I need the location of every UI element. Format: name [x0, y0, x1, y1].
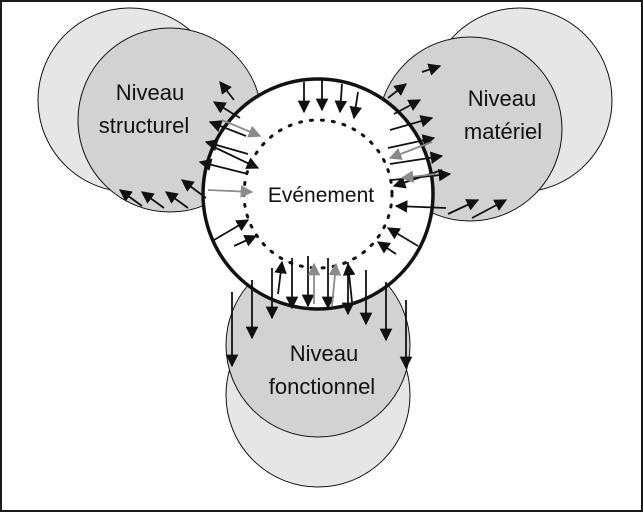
fonctionnel-to-event-arrow	[274, 260, 287, 295]
structurel-outward-arrow	[140, 191, 165, 209]
structurel-label-line1: Niveau	[116, 80, 184, 105]
materiel-to-event-arrow	[400, 170, 437, 183]
event-to-materiel-arrow	[387, 134, 436, 149]
event-left-arrow	[213, 219, 250, 241]
materiel-to-event-arrow	[388, 141, 433, 160]
materiel-label-line2: matériel	[464, 119, 542, 144]
event-left-arrow	[233, 234, 258, 247]
event-to-materiel-arrow	[389, 151, 444, 165]
event-to-structurel-arrow	[212, 101, 241, 119]
fonctionnel-to-event-arrow	[342, 262, 356, 303]
event-to-structurel-arrow	[198, 158, 249, 175]
fonctionnel-to-event-arrow	[328, 262, 342, 307]
materiel-outward-arrow	[421, 63, 442, 76]
structurel-outward-arrow	[118, 189, 143, 207]
event-to-materiel-arrow	[389, 115, 434, 131]
materiel-outward-arrow	[471, 199, 508, 219]
event-to-structurel-arrow	[204, 139, 249, 155]
event-to-materiel-arrow	[387, 83, 407, 99]
event-to-structurel-arrow	[219, 81, 235, 101]
structurel-to-event-arrow	[207, 185, 254, 198]
event-top-arrow	[349, 91, 362, 120]
event-to-materiel-arrow	[393, 99, 422, 115]
fonctionnel-label-line2: fonctionnel	[269, 374, 375, 399]
event-label: Evénement	[268, 184, 374, 207]
materiel-outward-arrow	[447, 199, 480, 215]
event-right-arrow	[386, 227, 419, 247]
structurel-to-event-arrow	[215, 147, 260, 169]
materiel-to-event-arrow	[394, 200, 447, 213]
materiel-to-event-arrow	[392, 169, 443, 189]
event-right-arrow	[376, 241, 397, 255]
structurel-outward-arrow	[164, 191, 189, 209]
event-to-structurel-arrow	[208, 120, 247, 137]
structurel-label-line2: structurel	[99, 113, 189, 138]
influence-arrows	[118, 63, 508, 370]
materiel-label-line1: Niveau	[468, 86, 536, 111]
structurel-outward-arrow	[180, 179, 207, 199]
structurel-to-event-arrow	[221, 119, 262, 138]
event-top-arrow	[334, 83, 348, 114]
fonctionnel-label-line1: Niveau	[290, 341, 358, 366]
